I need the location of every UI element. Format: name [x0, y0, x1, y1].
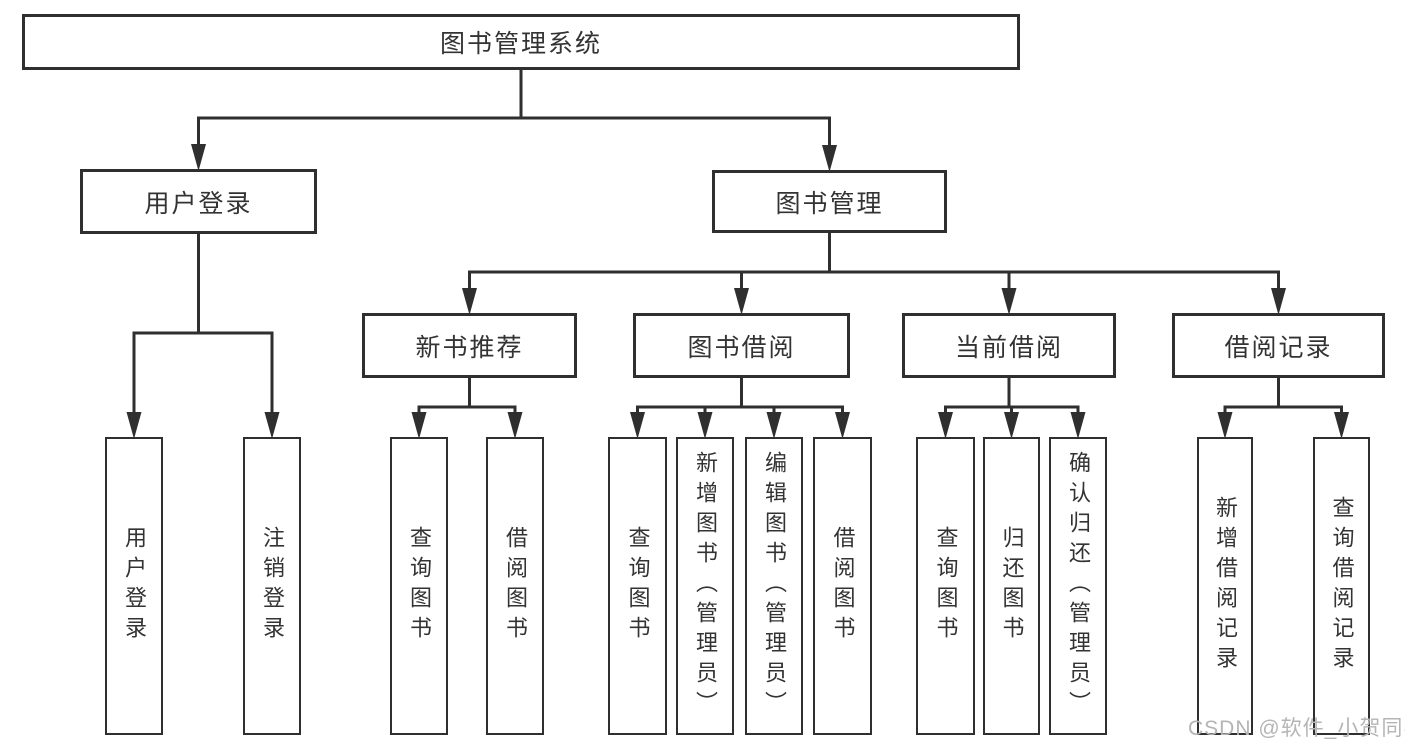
node-label: 编辑图书（管理员）: [762, 451, 787, 721]
node-label: 图书管理: [775, 189, 884, 218]
node-label: 查询借阅记录: [1329, 496, 1355, 676]
node-label: 注销登录: [260, 526, 285, 646]
node-label: 新增图书（管理员）: [693, 451, 718, 721]
node-label: 当前借阅: [954, 333, 1063, 362]
node-label: 查询图书: [625, 526, 651, 646]
leaf-return-book: 归还图书: [983, 437, 1040, 735]
leaf-add-book-admin: 新增图书（管理员）: [676, 437, 734, 735]
node-label: 用户登录: [122, 526, 147, 646]
node-label: 确认归还（管理员）: [1066, 451, 1091, 721]
node-label: 归还图书: [999, 526, 1025, 646]
node-label: 借阅图书: [830, 526, 856, 646]
node-borrow-records: 借阅记录: [1172, 313, 1385, 378]
node-book-borrowing: 图书借阅: [633, 313, 850, 378]
node-label: 借阅记录: [1224, 333, 1333, 362]
leaf-edit-book-admin: 编辑图书（管理员）: [745, 437, 803, 735]
node-label: 查询图书: [933, 526, 959, 646]
node-label: 用户登录: [144, 189, 253, 218]
leaf-query-books-recommend: 查询图书: [390, 437, 448, 735]
node-label: 借阅图书: [503, 526, 528, 646]
leaf-confirm-return-admin: 确认归还（管理员）: [1049, 437, 1107, 735]
leaf-query-books-current: 查询图书: [916, 437, 975, 735]
leaf-logout: 注销登录: [243, 437, 301, 735]
leaf-borrow-books-recommend: 借阅图书: [486, 437, 544, 735]
leaf-query-borrow-record: 查询借阅记录: [1313, 437, 1370, 735]
watermark-text: CSDN @软件_小贺同学: [1188, 717, 1405, 740]
node-current-borrowing: 当前借阅: [902, 313, 1116, 378]
node-book-management: 图书管理: [712, 170, 947, 233]
node-user-login-branch: 用户登录: [80, 169, 317, 234]
node-label: 图书借阅: [687, 333, 796, 362]
leaf-user-login: 用户登录: [105, 437, 163, 735]
leaf-borrow-books: 借阅图书: [813, 437, 872, 735]
node-label: 新书推荐: [415, 333, 524, 362]
leaf-add-borrow-record: 新增借阅记录: [1197, 437, 1253, 735]
node-label: 图书管理系统: [439, 30, 602, 58]
node-new-book-recommend: 新书推荐: [362, 313, 577, 378]
node-label: 新增借阅记录: [1213, 496, 1238, 676]
node-library-management-system: 图书管理系统: [22, 14, 1020, 70]
node-label: 查询图书: [407, 526, 432, 646]
leaf-query-books-borrowing: 查询图书: [608, 437, 667, 735]
